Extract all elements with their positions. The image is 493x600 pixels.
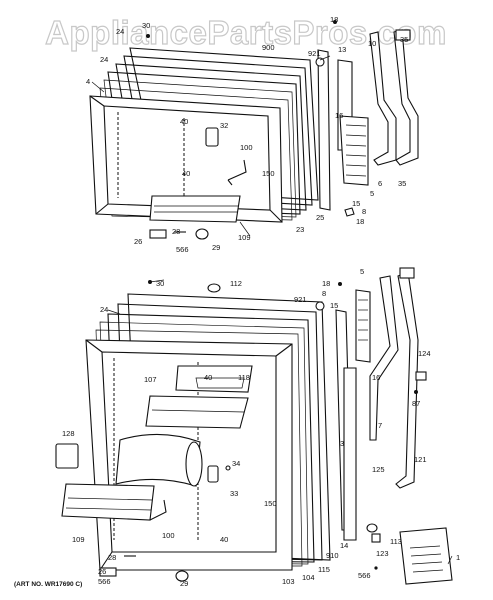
- label-40-lower-b: 40: [220, 535, 228, 544]
- label-566-upper: 566: [176, 245, 189, 254]
- leader-lines: [91, 55, 453, 565]
- label-100-upper: 100: [240, 143, 253, 152]
- label-125: 125: [372, 465, 385, 474]
- label-15-upper: 15: [352, 199, 360, 208]
- label-40-upper-b: 40: [182, 169, 190, 178]
- label-23: 23: [296, 225, 304, 234]
- label-34: 34: [232, 459, 240, 468]
- label-150-lower: 150: [264, 499, 277, 508]
- bin-128: [55, 443, 79, 469]
- upper-shelf: [149, 195, 241, 223]
- label-566-lower-b: 566: [358, 571, 371, 580]
- part-number-labels: 24 30 18 900 921 13 10 35 4 24 40 32 100…: [14, 15, 460, 588]
- label-112: 112: [230, 279, 242, 288]
- label-109-lower: 109: [72, 535, 85, 544]
- label-32: 32: [220, 121, 228, 130]
- label-29-upper: 29: [212, 243, 220, 252]
- label-16-lower: 16: [372, 373, 380, 382]
- label-103: 103: [282, 577, 295, 586]
- label-26-lower: 26: [98, 567, 106, 576]
- lower-handle-121: [395, 271, 419, 489]
- label-121: 121: [414, 455, 427, 464]
- label-123: 123: [376, 549, 389, 558]
- label-5-lower: 5: [360, 267, 364, 276]
- owners-manual: [399, 527, 453, 585]
- label-100-lower: 100: [162, 531, 175, 540]
- butter-compartment: [175, 365, 253, 393]
- label-14: 14: [340, 541, 348, 550]
- upper-hinge-trim: [317, 49, 331, 211]
- label-25: 25: [316, 213, 324, 222]
- label-7: 7: [378, 421, 382, 430]
- label-30-lower: 30: [156, 279, 164, 288]
- label-124: 124: [418, 349, 431, 358]
- label-28-lower: 28: [108, 553, 116, 562]
- label-28-upper: 28: [172, 227, 180, 236]
- watermark: AppliancePartsPros.com: [45, 14, 447, 51]
- label-8-upper: 8: [362, 207, 366, 216]
- label-113: 113: [390, 537, 402, 546]
- label-16-upper: 16: [335, 111, 343, 120]
- label-18-upper-b: 18: [356, 217, 364, 226]
- label-109-upper: 109: [238, 233, 251, 242]
- lower-handle-7: [369, 275, 399, 441]
- label-921-upper: 921: [308, 49, 321, 58]
- label-24-upper: 24: [100, 55, 108, 64]
- label-921-lower: 921: [294, 295, 307, 304]
- label-24-lower: 24: [100, 305, 108, 314]
- label-40-lower-a: 40: [204, 373, 212, 382]
- label-26-upper: 26: [134, 237, 142, 246]
- label-40-upper-a: 40: [180, 117, 188, 126]
- upper-door-assembly: [89, 20, 419, 240]
- label-29-lower: 29: [180, 579, 188, 588]
- label-10: 10: [368, 39, 376, 48]
- label-115: 115: [318, 565, 330, 574]
- lower-door-assembly: [55, 267, 453, 585]
- label-1: 1: [456, 553, 460, 562]
- label-33: 33: [230, 489, 238, 498]
- door-shelf-107: [145, 395, 249, 429]
- label-104: 104: [302, 573, 315, 582]
- label-107: 107: [144, 375, 157, 384]
- label-30-upper: 30: [142, 21, 150, 30]
- label-6: 6: [378, 179, 382, 188]
- hinge-5: [355, 289, 371, 363]
- label-118: 118: [238, 373, 250, 382]
- label-128: 128: [62, 429, 75, 438]
- label-35-bottom: 35: [398, 179, 406, 188]
- label-910: 910: [326, 551, 339, 560]
- art-number: (ART NO. WR17690 C): [14, 581, 82, 588]
- label-566-lower-a: 566: [98, 577, 111, 586]
- label-5-upper: 5: [370, 189, 374, 198]
- upper-handle: [369, 31, 397, 166]
- label-18-upper: 18: [330, 15, 338, 24]
- label-24-top: 24: [116, 27, 124, 36]
- label-15-lower: 15: [330, 301, 338, 310]
- label-18-lower: 18: [322, 279, 330, 288]
- label-35-top: 35: [400, 35, 408, 44]
- label-13: 13: [338, 45, 346, 54]
- label-900: 900: [262, 43, 275, 52]
- label-3: 3: [340, 439, 344, 448]
- label-4: 4: [86, 77, 90, 86]
- label-87: 87: [412, 399, 420, 408]
- label-8-lower: 8: [322, 289, 326, 298]
- label-150-upper: 150: [262, 169, 275, 178]
- lower-shelf-109: [61, 483, 155, 521]
